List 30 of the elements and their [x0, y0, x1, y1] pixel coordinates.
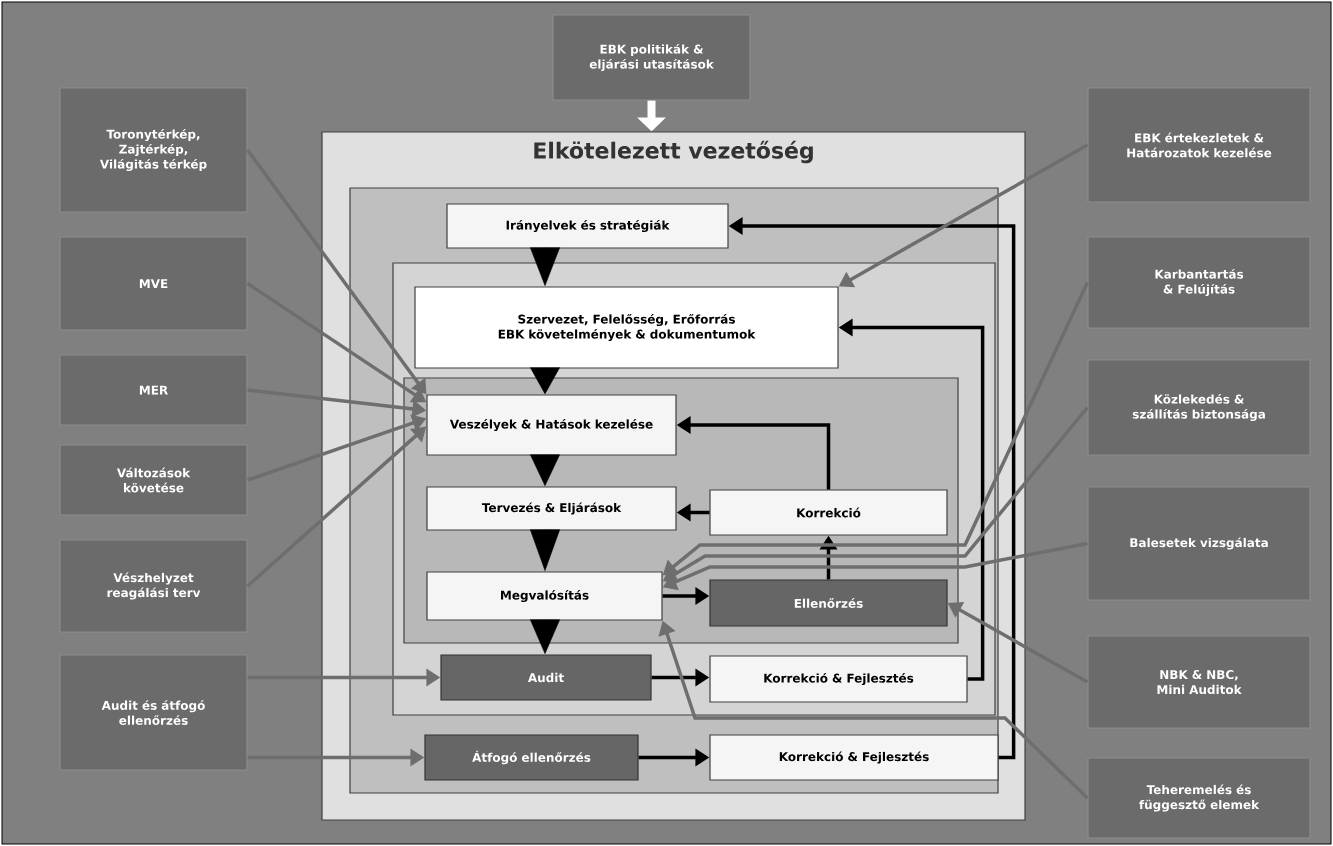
process-box: Veszélyek & Hatások kezelése	[426, 394, 677, 456]
input-box: EBK politikák & eljárási utasítások	[552, 14, 751, 101]
arrow	[530, 619, 560, 654]
process-box: Tervezés & Eljárások	[426, 486, 677, 531]
input-box: Toronytérkép, Zajtérkép, Világitás térkép	[59, 87, 248, 213]
input-box: MER	[59, 354, 248, 426]
input-box: Karbantartás & Felújítás	[1087, 236, 1311, 329]
input-box: Változások követése	[59, 444, 248, 516]
input-box: NBK & NBC, Mini Auditok	[1087, 635, 1311, 729]
arrow	[530, 247, 560, 286]
input-box: Közlekedés & szállítás biztonsága	[1087, 359, 1311, 456]
input-box: Balesetek vizsgálata	[1087, 486, 1311, 601]
process-box: Megvalósítás	[426, 571, 663, 621]
heading: Elkötelezett vezetőség	[534, 140, 813, 164]
process-box: Átfogó ellenőrzés	[424, 734, 639, 781]
arrow	[530, 454, 560, 487]
input-box: Teheremelés és függesztő elemek	[1087, 757, 1311, 839]
process-box: Irányelvek és stratégiák	[446, 203, 729, 249]
input-box: MVE	[59, 236, 248, 331]
process-box: Ellenőrzés	[709, 579, 948, 627]
input-box: Vészhelyzet reagálási terv	[59, 539, 248, 633]
process-box: Audit	[440, 654, 652, 701]
input-box: Audit és átfogó ellenőrzés	[59, 654, 248, 771]
input-box: EBK értekezletek & Határozatok kezelése	[1087, 87, 1311, 203]
process-box: Szervezet, Felelősség, Erőforrás EBK követelmények & dokumentumok	[414, 286, 839, 369]
process-box: Korrekció	[709, 489, 948, 536]
process-box: Korrekció & Fejlesztés	[709, 734, 999, 781]
arrow	[530, 367, 560, 395]
process-box: Korrekció & Fejlesztés	[709, 655, 968, 703]
arrow	[530, 529, 560, 571]
